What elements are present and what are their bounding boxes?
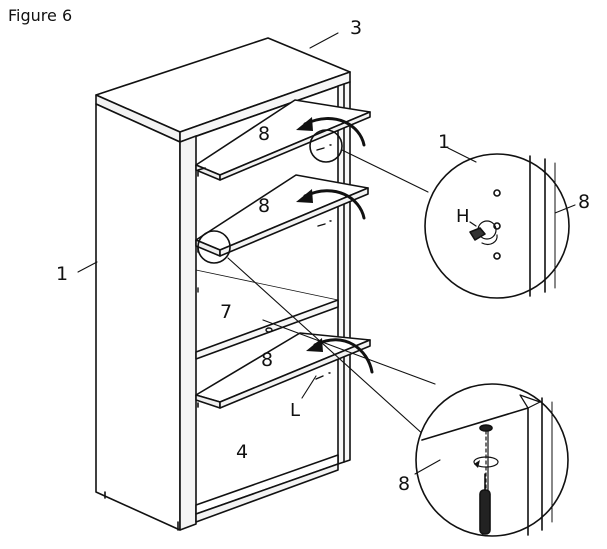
rotation-arrows bbox=[303, 117, 374, 374]
shelf-lower bbox=[195, 332, 371, 409]
figure-title: Figure 6 bbox=[8, 6, 73, 25]
pin-holes bbox=[197, 144, 332, 380]
right-side-panel bbox=[337, 81, 351, 465]
fixed-shelf bbox=[195, 269, 339, 360]
label-shelf-second: 8 bbox=[258, 195, 270, 217]
label-detail-top-side: 1 bbox=[438, 131, 450, 153]
label-detail-top-hardware: H bbox=[456, 206, 470, 227]
label-top-panel: 3 bbox=[350, 17, 362, 39]
label-shelf-lower: 8 bbox=[261, 349, 273, 371]
bottom-panel bbox=[195, 454, 339, 523]
label-leaders bbox=[77, 32, 576, 475]
detail-view-bottom bbox=[415, 383, 569, 537]
label-fixed-shelf: 7 bbox=[220, 301, 232, 323]
label-detail-bottom-shelf: 8 bbox=[398, 473, 410, 495]
label-pin-l: L bbox=[290, 400, 300, 421]
detail-view-top bbox=[424, 153, 570, 299]
label-shelf-upper: 8 bbox=[258, 123, 270, 145]
shelf-second bbox=[195, 174, 369, 257]
label-detail-top-shelf: 8 bbox=[578, 191, 590, 213]
label-side-panel: 1 bbox=[56, 263, 68, 285]
left-side-panel bbox=[95, 103, 197, 531]
detail-marker-upper bbox=[309, 129, 343, 163]
label-bottom-panel: 4 bbox=[236, 441, 248, 463]
detail-marker-lower bbox=[197, 230, 231, 264]
